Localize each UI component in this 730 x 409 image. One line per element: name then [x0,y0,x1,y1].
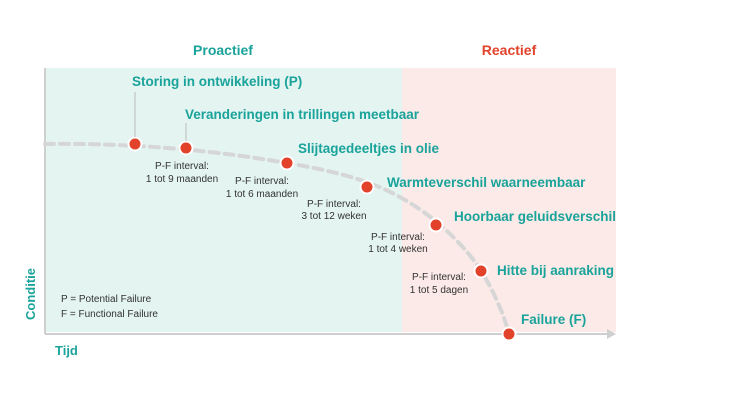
interval-2-value: 1 tot 6 maanden [226,189,298,200]
interval-4-value: 1 tot 4 weken [368,244,427,255]
point-warmteverschil [359,179,375,195]
point-trillingen [178,140,194,156]
interval-3: P-F interval: 3 tot 12 weken [301,199,366,222]
interval-5-value: 1 tot 5 dagen [410,285,468,296]
point-hitte [473,263,489,279]
x-axis-arrowhead [607,329,616,339]
interval-1: P-F interval: 1 tot 9 maanden [146,161,218,185]
interval-5-title: P-F interval: [412,272,466,283]
interval-1-title: P-F interval: [155,161,209,172]
label-storing-in-ontwikkeling: Storing in ontwikkeling (P) [132,74,302,89]
proactive-title: Proactief [193,42,253,58]
curve-points [127,136,517,342]
point-slijtagedeeltjes [279,155,295,171]
proactive-zone [45,68,402,332]
interval-2: P-F interval: 1 tot 6 maanden [226,176,298,200]
point-storing-in-ontwikkeling [127,136,143,152]
interval-3-value: 3 tot 12 weken [301,211,366,222]
label-hitte: Hitte bij aanraking [497,263,614,278]
point-failure [501,326,517,342]
interval-3-title: P-F interval: [307,199,361,210]
legend-functional-failure: F = Functional Failure [61,309,158,320]
label-geluidsverschil: Hoorbaar geluidsverschil [454,209,616,224]
y-axis-title: Conditie [23,268,38,320]
interval-2-title: P-F interval: [235,176,289,187]
legend-potential-failure: P = Potential Failure [61,294,152,305]
interval-4-title: P-F interval: [371,232,425,243]
interval-5: P-F interval: 1 tot 5 dagen [410,272,468,296]
label-trillingen: Veranderingen in trillingen meetbaar [185,107,420,122]
label-warmteverschil: Warmteverschil waarneembaar [387,175,586,190]
interval-1-value: 1 tot 9 maanden [146,174,218,185]
reactive-zone [402,68,616,332]
interval-4: P-F interval: 1 tot 4 weken [368,232,427,255]
label-slijtagedeeltjes: Slijtagedeeltjes in olie [298,141,440,156]
label-failure: Failure (F) [521,312,586,327]
x-axis-title: Tijd [55,343,78,358]
point-geluidsverschil [428,217,444,233]
reactive-title: Reactief [482,42,537,58]
